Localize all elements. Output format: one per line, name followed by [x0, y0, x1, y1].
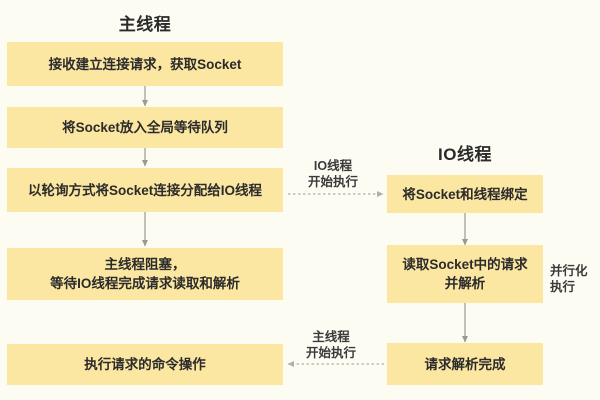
edge-label-main-thread-start-line2: 开始执行: [305, 346, 356, 360]
node-accept-connection[interactable]: 接收建立连接请求，获取Socket: [7, 42, 283, 86]
edge-label-main-thread-start-line1: 主线程: [312, 330, 350, 344]
node-execute-command-text: 执行请求的命令操作: [84, 357, 206, 372]
node-assign-io-thread[interactable]: 以轮询方式将Socket连接分配给IO线程: [7, 168, 283, 212]
edge-label-io-thread-start-line2: 开始执行: [307, 175, 358, 189]
edge-label-main-thread-start: 主线程 开始执行: [294, 329, 368, 361]
node-parse-complete-text: 请求解析完成: [424, 356, 506, 372]
node-execute-command[interactable]: 执行请求的命令操作: [7, 344, 283, 385]
side-label-parallel-execution-line2: 执行: [550, 280, 576, 294]
node-enqueue-socket[interactable]: 将Socket放入全局等待队列: [7, 107, 283, 148]
node-main-thread-block-line1: 主线程阻塞，: [104, 257, 186, 272]
node-main-thread-block-line2: 等待IO线程完成请求读取和解析: [50, 276, 240, 291]
lane-title-io-thread: IO线程: [438, 145, 492, 164]
node-main-thread-block[interactable]: 主线程阻塞， 等待IO线程完成请求读取和解析: [7, 248, 283, 300]
side-label-parallel-execution-line1: 并行化: [550, 264, 588, 278]
node-read-parse-request[interactable]: 读取Socket中的请求 并解析: [387, 245, 543, 303]
lane-title-main-thread: 主线程: [118, 15, 172, 34]
node-bind-socket-thread-text: 将Socket和线程绑定: [402, 186, 528, 202]
node-enqueue-socket-text: 将Socket放入全局等待队列: [62, 120, 228, 135]
edge-label-io-thread-start-line1: IO线程: [313, 159, 353, 173]
node-read-parse-request-line1: 读取Socket中的请求: [402, 257, 528, 272]
node-read-parse-request-line2: 并解析: [444, 276, 486, 291]
node-assign-io-thread-text: 以轮询方式将Socket连接分配给IO线程: [27, 182, 263, 198]
node-bind-socket-thread[interactable]: 将Socket和线程绑定: [387, 175, 543, 213]
node-parse-complete[interactable]: 请求解析完成: [387, 343, 543, 385]
side-label-parallel-execution: 并行化 执行: [550, 263, 600, 295]
node-accept-connection-text: 接收建立连接请求，获取Socket: [48, 56, 242, 72]
edge-label-io-thread-start: IO线程 开始执行: [296, 158, 370, 190]
